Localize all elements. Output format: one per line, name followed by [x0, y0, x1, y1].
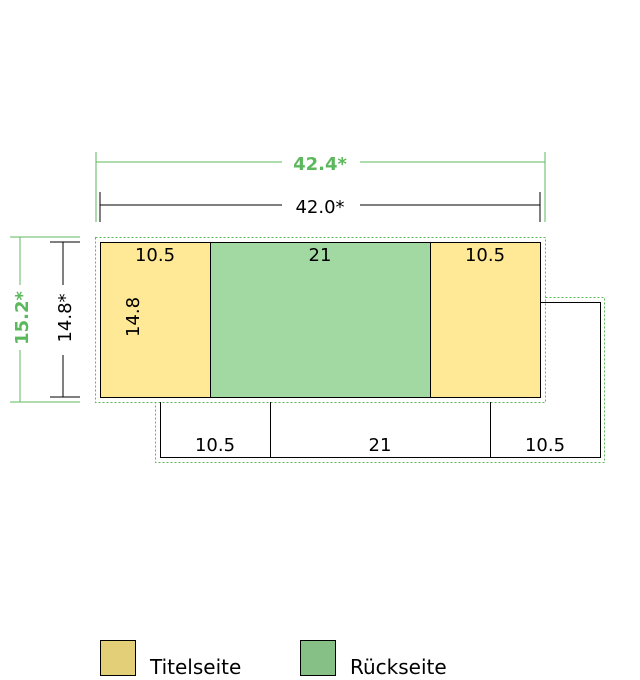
inner-width-dimension: 42.0* [99, 192, 541, 222]
flap-right-width-label: 10.5 [525, 435, 565, 456]
panel-right-width-label: 10.5 [465, 245, 505, 266]
legend-back-label: Rückseite [350, 655, 447, 679]
panel-center-width-label: 21 [309, 245, 332, 266]
panel-left-width-label: 10.5 [135, 245, 175, 266]
flap-left-width-label: 10.5 [195, 435, 235, 456]
legend-back-swatch [300, 640, 336, 676]
legend-title-swatch [100, 640, 136, 676]
inner-width-label: 42.0* [295, 197, 344, 218]
panel-right-title [430, 242, 541, 398]
outer-height-label: 15.2* [12, 291, 33, 345]
outer-width-dimension: 42.4* [95, 152, 546, 222]
outer-width-label: 42.4* [293, 154, 347, 175]
flap-bleed-outline [155, 297, 605, 463]
panel-height-label: 14.8 [123, 297, 144, 337]
main-bleed-outline [95, 237, 546, 403]
main-sheet: 10.5 21 10.5 14.8 [100, 242, 541, 398]
outer-height-dimension: 15.2* [10, 236, 80, 403]
legend: Titelseite Rückseite [100, 640, 447, 679]
flap-center-width-label: 21 [369, 435, 392, 456]
inner-height-dimension: 14.8* [50, 241, 80, 398]
flap: 10.5 21 10.5 [160, 302, 601, 458]
legend-title-label: Titelseite [149, 655, 241, 679]
inner-height-label: 14.8* [55, 293, 76, 342]
flap-outline [160, 302, 601, 458]
